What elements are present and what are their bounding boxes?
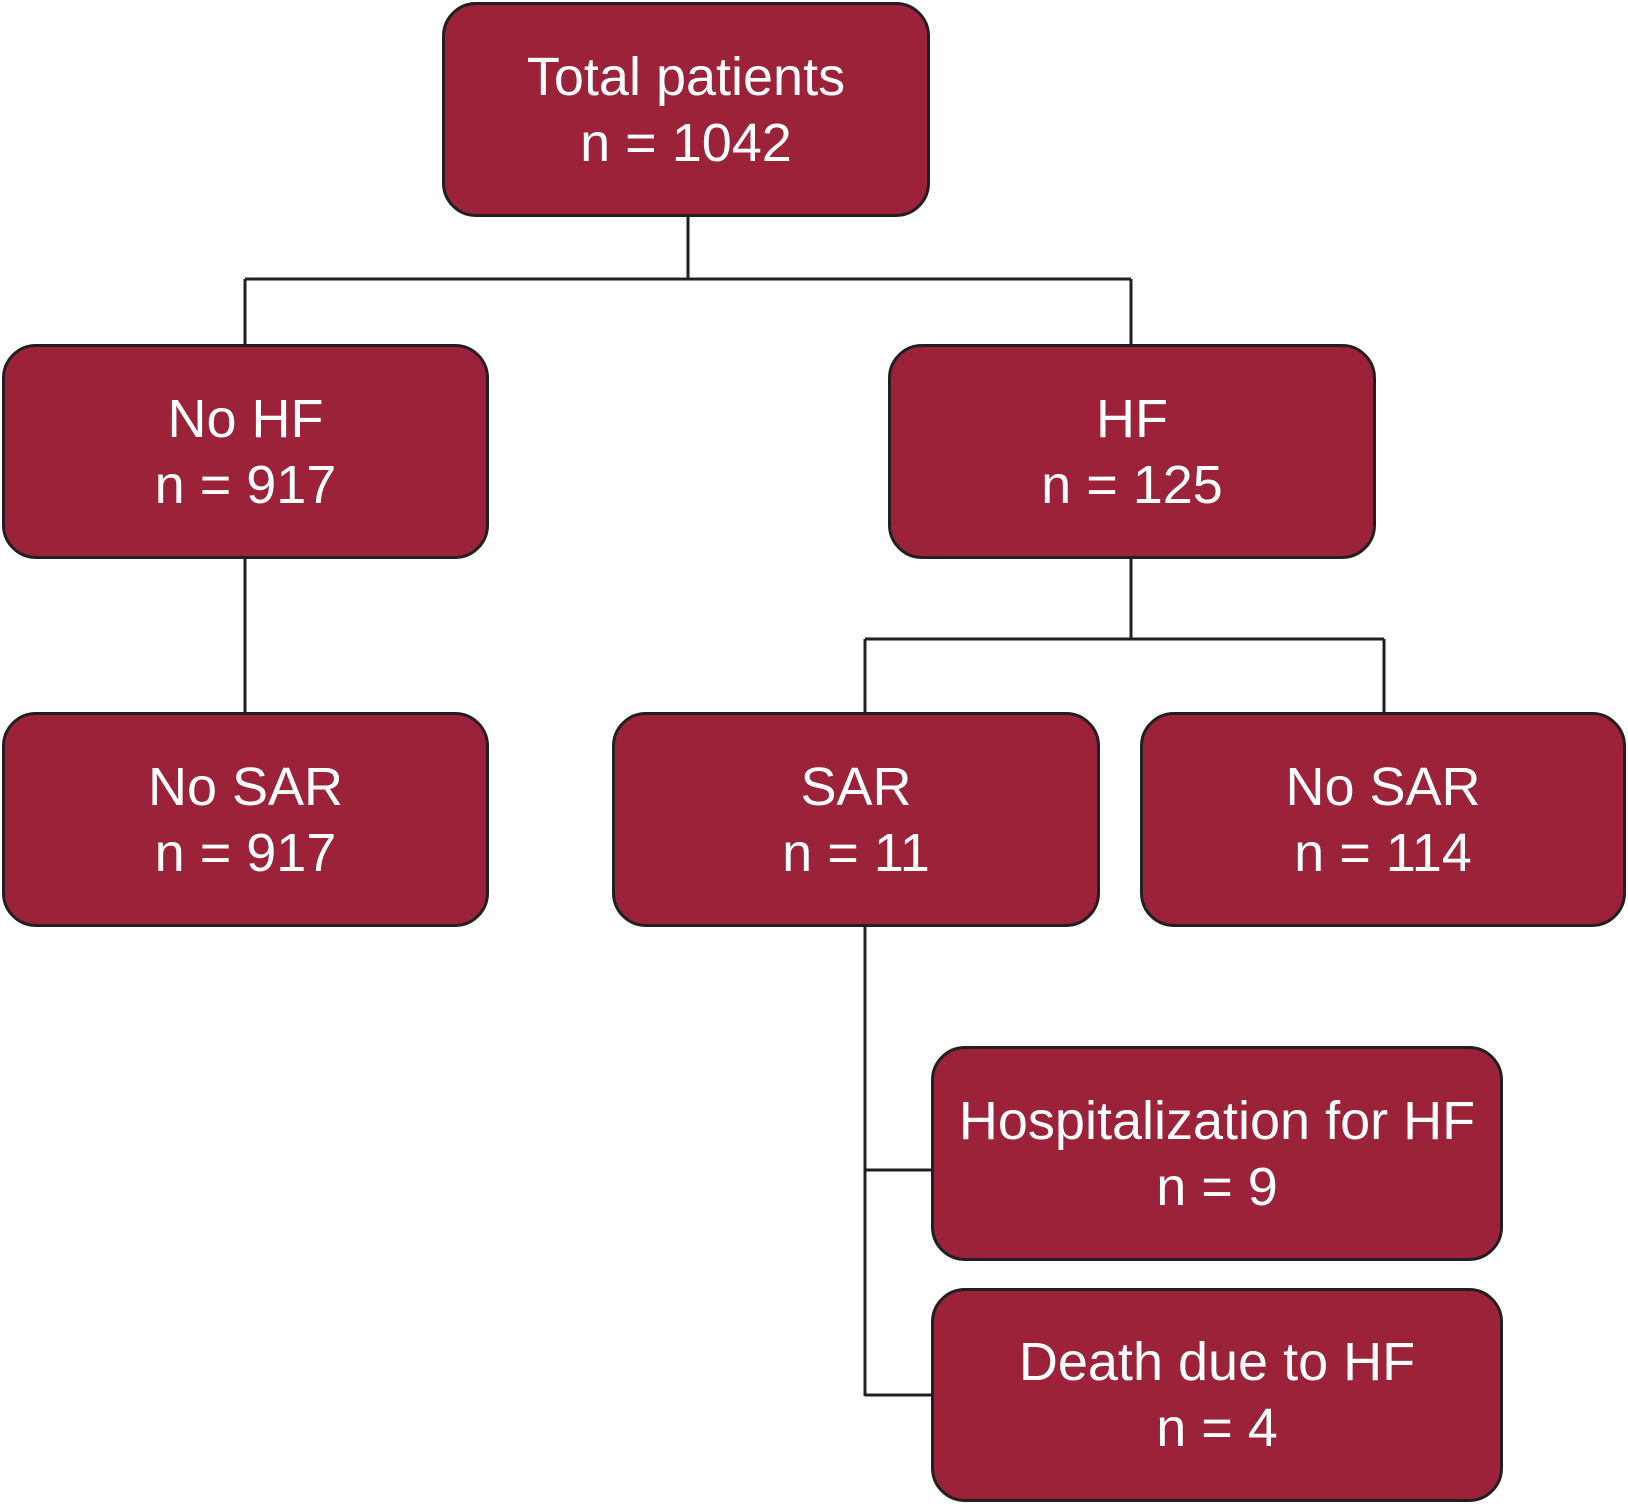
no-hf-count: n = 917 [154, 454, 337, 515]
no-sar-left-count: n = 917 [154, 822, 337, 883]
hf-label: HF [1096, 388, 1168, 449]
sar-box: SAR n = 11 [612, 712, 1100, 927]
no-hf-box: No HF n = 917 [2, 344, 489, 559]
death-box: Death due to HF n = 4 [931, 1288, 1503, 1502]
hf-box: HF n = 125 [888, 344, 1376, 559]
sar-label: SAR [800, 756, 912, 817]
total-patients-label: Total patients [526, 46, 846, 107]
total-patients-box: Total patients n = 1042 [442, 2, 930, 217]
connector-sar-outcomes [863, 927, 931, 1397]
no-sar-right-count: n = 114 [1294, 822, 1472, 883]
no-sar-right-label: No SAR [1285, 756, 1481, 817]
hospitalization-box: Hospitalization for HF n = 9 [931, 1046, 1503, 1261]
no-sar-left-box: No SAR n = 917 [2, 712, 489, 927]
no-sar-right-box: No SAR n = 114 [1140, 712, 1626, 927]
no-hf-label: No HF [167, 388, 324, 449]
connector-hf-split [863, 559, 1386, 712]
death-label: Death due to HF [1018, 1332, 1416, 1392]
hospitalization-count: n = 9 [1156, 1156, 1278, 1217]
hf-count: n = 125 [1041, 454, 1223, 515]
connector-total-split [243, 217, 1133, 344]
hospitalization-label: Hospitalization for HF [958, 1090, 1476, 1151]
death-count: n = 4 [1156, 1398, 1278, 1458]
no-sar-left-label: No SAR [147, 756, 344, 817]
sar-count: n = 11 [782, 822, 930, 883]
total-patients-count: n = 1042 [580, 112, 792, 173]
